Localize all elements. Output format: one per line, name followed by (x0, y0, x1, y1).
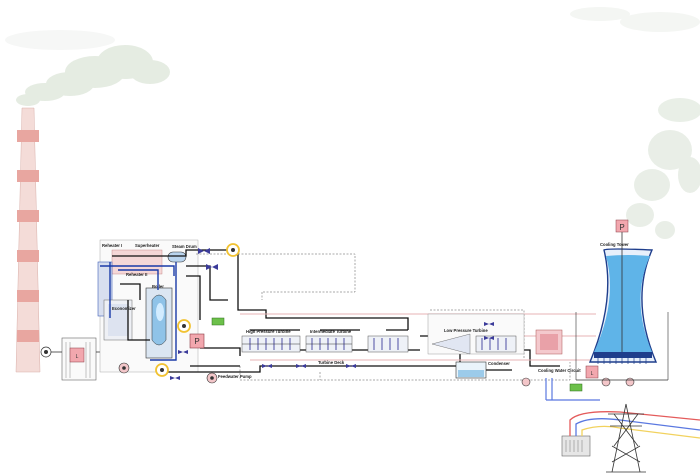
haze-top-left (5, 30, 115, 50)
cooling-water-exchanger-icon (569, 383, 583, 392)
condenser-icon (455, 361, 487, 379)
pump-icon (118, 362, 635, 387)
smoke-right-icon (626, 98, 700, 239)
pressure-box-icon: P (189, 333, 205, 349)
cooling-pipes (545, 378, 600, 401)
turbine-deck-label: Turbine Deck (318, 360, 345, 365)
reheater2-label: Reheater II (126, 272, 147, 277)
ip-turbine-icon (305, 335, 353, 353)
transformer-icon (561, 435, 591, 457)
reheater1-label: Reheater I (102, 243, 122, 248)
cooling-tower-label: Cooling Tower (600, 242, 629, 247)
superheater-label: Superheater (135, 243, 160, 248)
smoke-top-right (570, 7, 700, 32)
lp-turbine-icon (427, 313, 525, 355)
gauge-icon (155, 243, 240, 377)
pressure-label-p1: P (194, 337, 199, 346)
precipitator-unit: L (40, 337, 112, 381)
hp-turbine-icon (241, 335, 301, 353)
economizer-label: Economizer (112, 306, 136, 311)
lp-turbine-label: Low Pressure Turbine (444, 328, 488, 333)
pressure-label-p2: P (619, 223, 624, 232)
drum-label: Steam Drum (172, 244, 197, 249)
valve-icon (170, 248, 494, 380)
generator-icon (535, 329, 563, 355)
feedwater-pump-label: Feedwater Pump (218, 374, 252, 379)
condenser-label: Condenser (488, 361, 510, 366)
heat-exchanger-icon (211, 317, 225, 326)
level-label-l2: L (591, 371, 594, 377)
chimney-icon (15, 107, 41, 373)
tower-base: L (575, 312, 669, 381)
smoke-left-icon (16, 45, 170, 106)
power-wires (569, 411, 700, 439)
ip-turbine-label: Intermediate Turbine (310, 329, 352, 334)
hp-turbine-label: High Pressure Turbine (246, 329, 291, 334)
water-circuit (100, 262, 177, 361)
cooling-tower-icon: P (588, 219, 658, 364)
cooling-water-circuit-label: Cooling Water Circuit (538, 368, 581, 373)
turbine-stage-icon (367, 335, 409, 353)
level-label-l1: L (76, 354, 79, 360)
steam-drum-icon (167, 251, 187, 263)
pylon-icon (606, 403, 646, 473)
